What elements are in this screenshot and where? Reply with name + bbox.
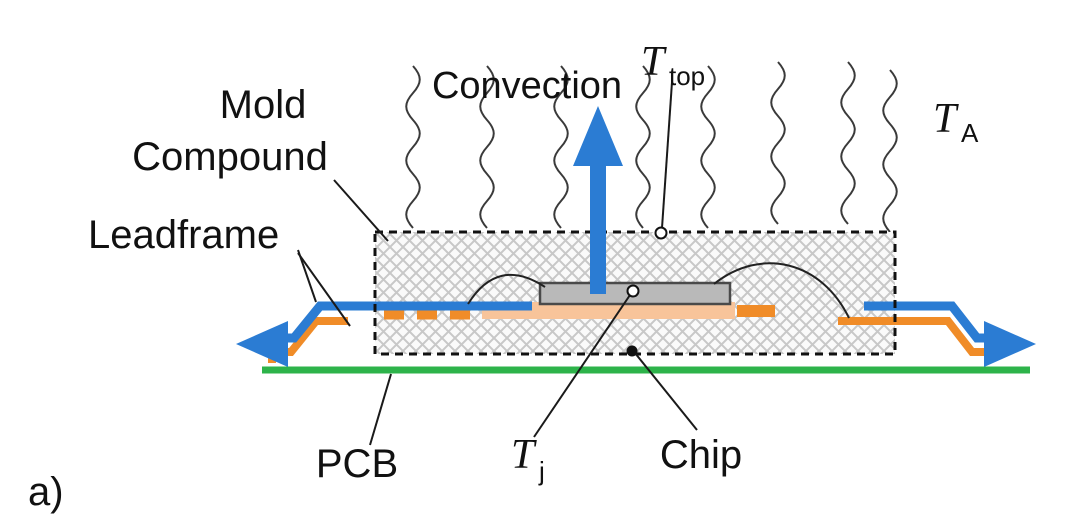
convection-wave-line [882, 69, 898, 233]
t-top-subscript: top [669, 61, 705, 91]
bond-wire-left [467, 273, 546, 305]
leader-t-top [661, 81, 673, 229]
panel-label: a) [28, 470, 64, 514]
convection-label: Convection [432, 65, 622, 107]
marker-t-top [654, 226, 668, 240]
t-ambient-symbol: T [933, 96, 959, 142]
mold-compound-label-line1: Mold [220, 83, 307, 127]
pcb-label: PCB [316, 442, 398, 486]
mold-compound-label-line2: Compound [132, 135, 328, 179]
chip-label: Chip [660, 433, 742, 477]
marker-t-junction [626, 284, 640, 298]
leader-leadframe-2 [297, 252, 351, 327]
convection-arrow-up [573, 106, 623, 294]
marker-chip [626, 345, 638, 357]
leader-t-junction [533, 294, 631, 438]
heat-flow-arrow-right [984, 321, 1036, 367]
convection-wave-line [840, 61, 856, 225]
leadframe-pad-right [737, 305, 775, 317]
convection-wave-line [770, 61, 786, 225]
heat-flow-arrow-left [236, 321, 288, 367]
die-attach-pad [482, 302, 735, 319]
bond-wire-right [713, 262, 850, 319]
t-top-symbol: T [641, 39, 667, 85]
leader-chip [634, 352, 698, 431]
t-ambient-subscript: A [961, 118, 979, 148]
t-junction-subscript: j [538, 456, 545, 486]
convection-wave-line [405, 65, 421, 229]
t-junction-symbol: T [511, 432, 537, 478]
leadframe-label: Leadframe [88, 213, 279, 257]
leader-pcb [369, 373, 392, 446]
convection-wave-line [635, 65, 651, 229]
leader-mold-compound [333, 179, 389, 242]
